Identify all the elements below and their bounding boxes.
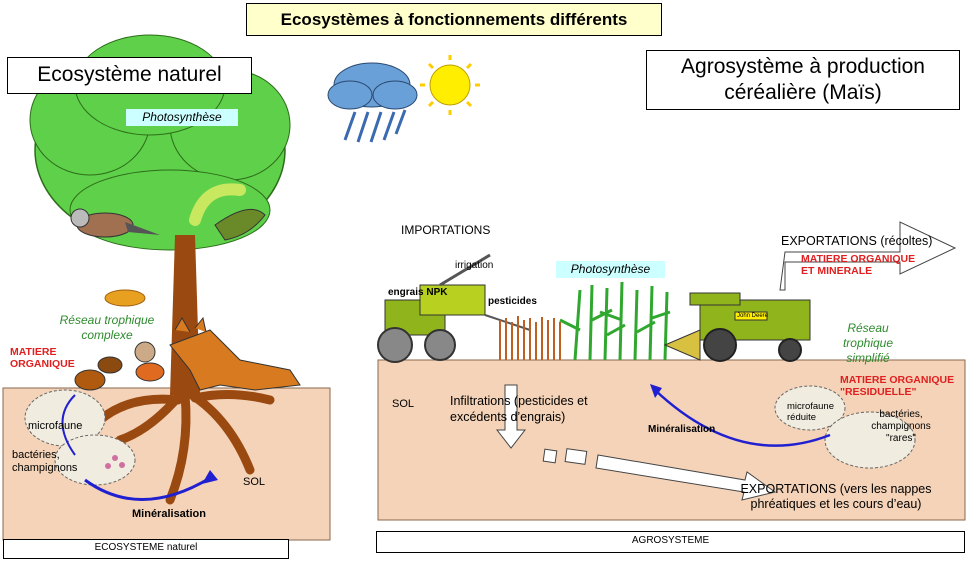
left-reseau-label: Réseau trophique complexe (59, 313, 155, 342)
irrigation-label: irrigation (455, 260, 494, 271)
right-sol-label: SOL (392, 398, 415, 410)
leaf-litter (74, 289, 165, 391)
tree-roots (95, 389, 275, 505)
fox-icon (169, 316, 301, 391)
leaching-arrow (542, 448, 777, 501)
engrais-label: engrais NPK (388, 287, 448, 298)
infiltration-arrow (495, 384, 527, 449)
infiltrations-label: Infiltrations (pesticides et excédents d… (450, 394, 588, 424)
left-mineralisation-label: Minéralisation (132, 508, 206, 520)
right-bacteries-label: bactéries, champignons "rares" (871, 409, 931, 444)
sun-icon (420, 55, 480, 115)
left-microfaune-label: microfaune (28, 420, 83, 432)
corn-field-icon (559, 281, 671, 361)
exportations-nappes-label: EXPORTATIONS (vers les nappes phréatique… (740, 482, 932, 511)
right-footer: AGROSYSTEME (376, 531, 965, 553)
page-title: Ecosystèmes à fonctionnements différents (246, 3, 662, 36)
stubble-field (499, 316, 561, 360)
snail-icon (134, 341, 156, 363)
importations-label: IMPORTATIONS (401, 223, 491, 237)
matiere-org-min-label: MATIERE ORGANIQUE ET MINERALE (801, 253, 916, 277)
caterpillar-icon (189, 183, 266, 241)
right-mineralisation-label: Minéralisation (648, 424, 716, 435)
export-harvest-arrow (779, 221, 957, 291)
right-photosynthese-label: Photosynthèse (556, 261, 665, 278)
combine-brand-label: John Deere (737, 313, 769, 319)
left-matiere-label: MATIERE ORGANIQUE (10, 346, 75, 370)
left-bacteries-label: bactéries, champignons (12, 449, 78, 474)
right-microfaune-label: microfaune réduite (787, 401, 834, 423)
left-footer: ECOSYSTEME naturel (3, 539, 289, 559)
right-mineralisation-arrow (654, 389, 831, 447)
left-heading: Ecosystème naturel (7, 57, 252, 94)
right-heading: Agrosystème à production céréalière (Maï… (646, 50, 960, 110)
rain-cloud-icon (327, 62, 418, 143)
left-mineralisation-arrow (84, 476, 211, 501)
tractor-icon (377, 253, 531, 363)
exportations-recoltes-label: EXPORTATIONS (récoltes) (781, 234, 933, 248)
right-reseau-label: Réseau trophique simplifié (842, 321, 894, 365)
right-bacteries-zone (824, 411, 916, 469)
left-photosynthese-label: Photosynthèse (126, 109, 238, 126)
left-sol-label: SOL (243, 476, 266, 488)
right-microfaune-zone (774, 385, 846, 431)
bird-icon (70, 208, 160, 238)
microfaune-zone (24, 389, 106, 447)
pesticides-label: pesticides (488, 296, 537, 307)
combine-harvester-icon (663, 292, 811, 362)
matiere-residuelle-label: MATIERE ORGANIQUE "RESIDUELLE" (840, 374, 955, 398)
